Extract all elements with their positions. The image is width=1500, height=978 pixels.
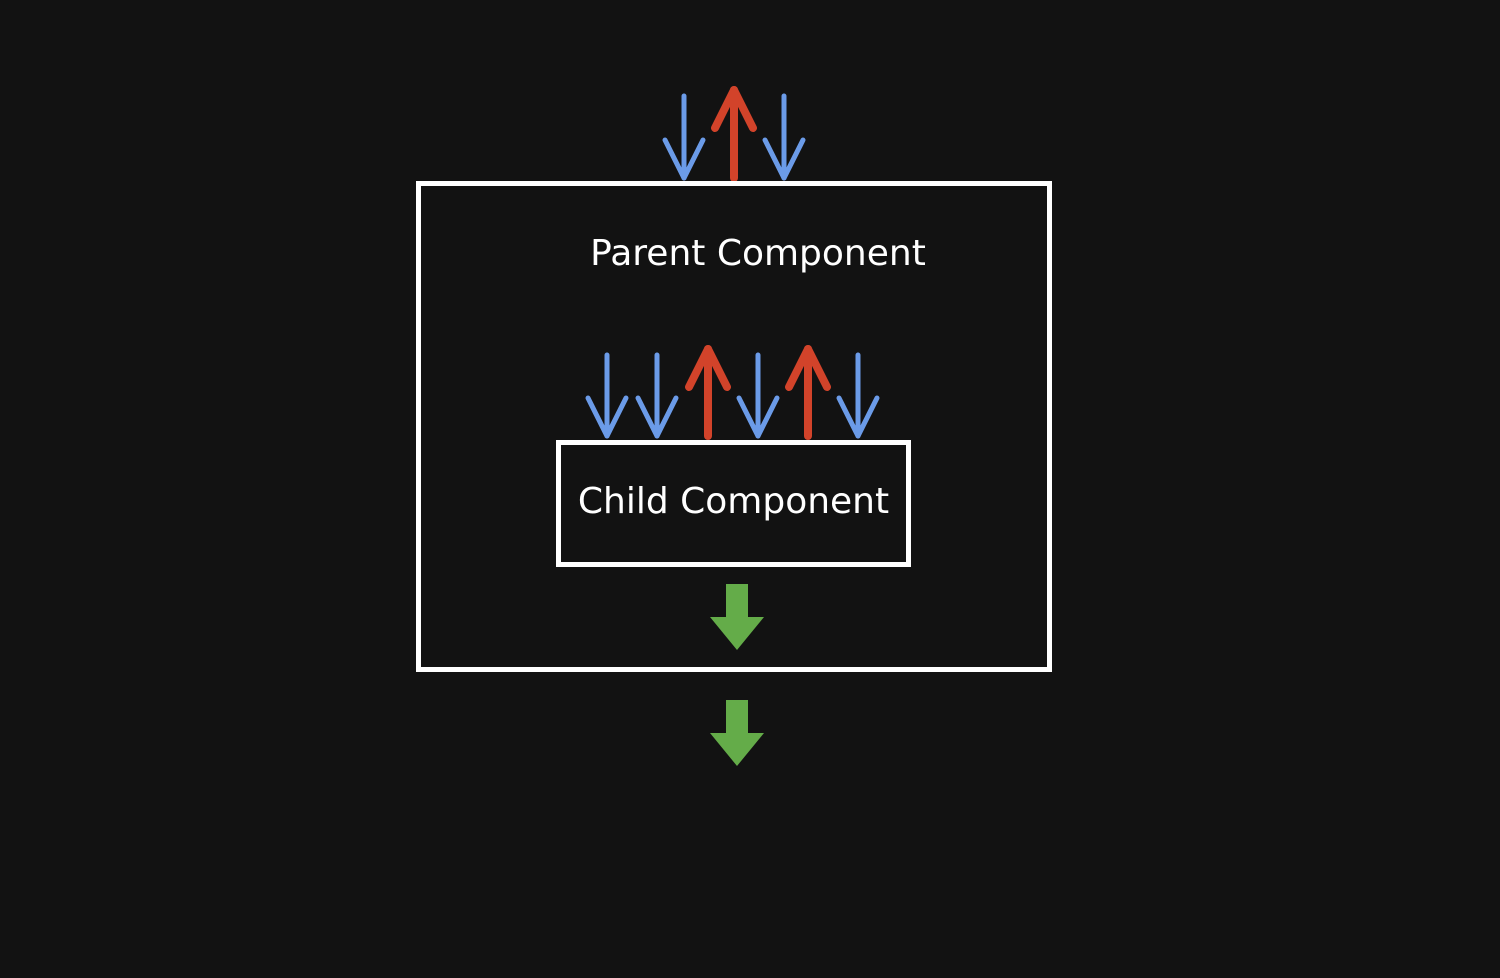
child-input-arrow-6-down-icon bbox=[836, 352, 880, 439]
parent-input-arrow-2-up-icon bbox=[711, 86, 757, 182]
child-input-arrow-2-down-icon bbox=[635, 352, 679, 439]
child-input-arrow-1-down-icon bbox=[585, 352, 629, 439]
parent-component-box: Parent Component bbox=[416, 181, 1052, 672]
child-input-arrow-3-up-icon bbox=[685, 345, 731, 440]
child-component-label: Child Component bbox=[577, 480, 890, 522]
child-component-box: Child Component bbox=[556, 440, 911, 567]
child-input-arrow-5-up-icon bbox=[785, 345, 831, 440]
child-output-arrow-icon bbox=[710, 584, 764, 650]
parent-input-arrow-1-down-icon bbox=[662, 93, 706, 181]
parent-input-arrow-3-down-icon bbox=[762, 93, 806, 181]
parent-output-arrow-icon bbox=[710, 700, 764, 766]
child-input-arrow-4-down-icon bbox=[736, 352, 780, 439]
parent-component-label: Parent Component bbox=[590, 233, 926, 274]
